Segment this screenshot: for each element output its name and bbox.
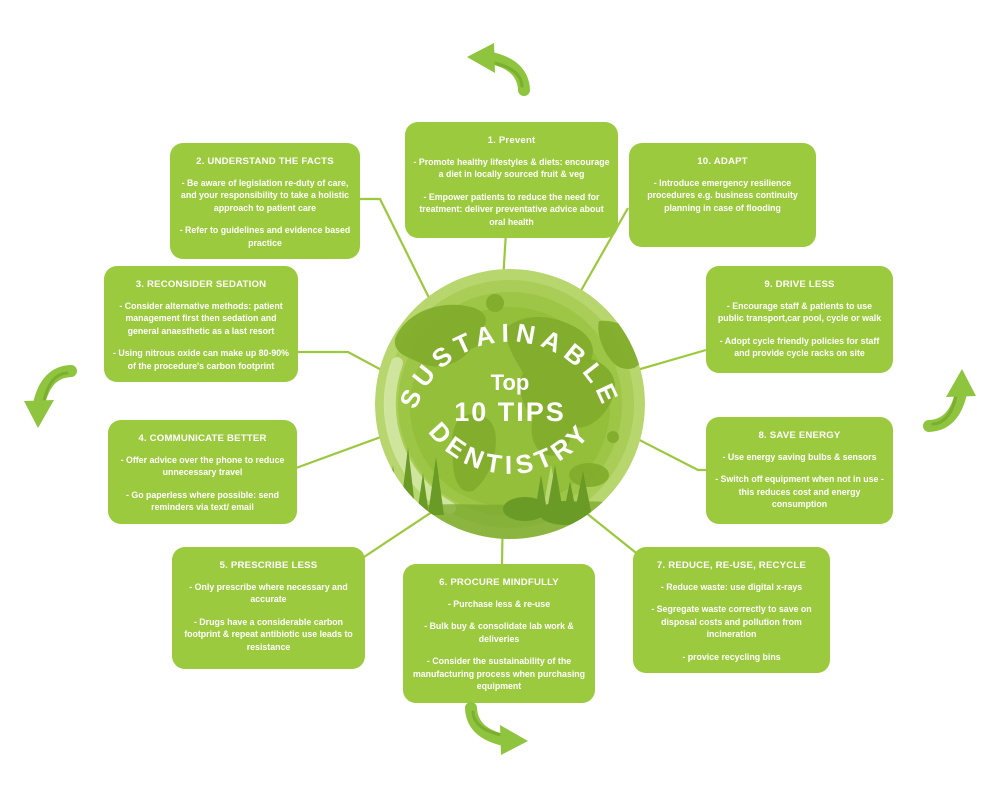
tip-title: 2. UNDERSTAND THE FACTS — [196, 156, 334, 167]
tip-title: 1. Prevent — [487, 135, 536, 146]
earth-globe-icon: SUSTAINABLE Top 10 TIPS DENTISTRY — [375, 269, 645, 539]
tip-bullet: - Consider the sustainability of the man… — [412, 656, 586, 692]
tip-bullet: - Refer to guidelines and evidence based… — [179, 225, 351, 248]
curved-arrow-down-icon — [24, 365, 77, 428]
connector-line — [629, 348, 707, 374]
tip-bullet: - Purchase less & re-use — [447, 599, 551, 609]
tip-bullet: - Using nitrous oxide can make up 80-90%… — [113, 348, 289, 371]
tip-bullet: - provice recycling bins — [682, 651, 781, 662]
tip-bullet: - Consider alternative methods: patient … — [119, 301, 283, 336]
tip-box-5-prescribe-less: 5. PRESCRIBE LESS - Only prescribe where… — [172, 547, 365, 669]
tip-bullet: - Only prescribe where necessary and acc… — [189, 582, 348, 605]
tip-bullet: - Drugs have a considerable carbon footp… — [184, 616, 353, 652]
tip-box-4-communicate-better: 4. COMMUNICATE BETTER - Offer advice ove… — [108, 420, 297, 524]
tip-bullet: - Empower patients to reduce the need fo… — [419, 191, 604, 227]
tip-title: 6. PROCURE MINDFULLY — [439, 577, 559, 588]
tip-bullet: - Promote healthy lifestyles & diets: en… — [413, 157, 610, 180]
tip-title: 9. DRIVE LESS — [764, 279, 835, 290]
tip-box-2-understand-the-facts: 2. UNDERSTAND THE FACTS - Be aware of le… — [170, 143, 360, 260]
tip-bullet: - Bulk buy & consolidate lab work & deli… — [424, 621, 574, 644]
tip-box-7-reduce-reuse-recycle: 7. REDUCE, RE-USE, RECYCLE - Reduce wast… — [633, 547, 830, 674]
tip-box-6-procure-mindfully: 6. PROCURE MINDFULLY - Purchase less & r… — [403, 564, 595, 703]
curved-arrow-left-icon — [467, 43, 530, 96]
tip-bullet: - Go paperless where possible: send remi… — [125, 489, 279, 513]
tip-title: 5. PRESCRIBE LESS — [219, 560, 318, 571]
tip-bullet: - Reduce waste: use digital x-rays — [660, 582, 803, 592]
connector-line — [358, 197, 441, 321]
tip-title: 7. REDUCE, RE-USE, RECYCLE — [656, 560, 807, 571]
center-title-line2: 10 TIPS — [454, 397, 566, 427]
tip-title: 10. ADAPT — [697, 156, 748, 167]
center-title-line1: Top — [491, 370, 530, 395]
curved-arrow-up-icon — [923, 369, 976, 432]
connector-line — [619, 429, 706, 472]
tip-title: 4. COMMUNICATE BETTER — [138, 433, 267, 444]
tip-box-9-drive-less: 9. DRIVE LESS - Encourage staff & patien… — [706, 266, 893, 373]
globe: SUSTAINABLE Top 10 TIPS DENTISTRY — [375, 269, 645, 539]
tip-bullet: - Introduce emergency resilience procedu… — [647, 178, 798, 213]
tip-bullet: - Encourage staff & patients to use publ… — [717, 301, 882, 324]
tip-bullet: - Be aware of legislation re-duty of car… — [180, 178, 350, 213]
tip-box-8-save-energy: 8. SAVE ENERGY - Use energy saving bulbs… — [706, 417, 893, 524]
tip-box-3-reconsider-sedation: 3. RECONSIDER SEDATION - Consider altern… — [104, 266, 298, 383]
tip-bullet: - Switch off equipment when not in use -… — [715, 474, 884, 510]
tip-bullet: - Offer advice over the phone to reduce … — [120, 455, 285, 478]
tip-box-10-adapt: 10. ADAPT - Introduce emergency resilien… — [629, 143, 816, 247]
tip-bullet: - Adopt cycle friendly policies for staf… — [719, 335, 880, 359]
tip-title: 3. RECONSIDER SEDATION — [135, 279, 267, 290]
globe-continents — [394, 294, 644, 492]
tip-bullet: - Use energy saving bulbs & sensors — [722, 452, 877, 462]
tip-title: 8. SAVE ENERGY — [758, 430, 841, 441]
tip-box-1-prevent: 1. Prevent - Promote healthy lifestyles … — [405, 122, 618, 239]
tip-bullet: - Segregate waste correctly to save on d… — [651, 604, 812, 640]
curved-arrow-right-icon — [465, 702, 528, 755]
